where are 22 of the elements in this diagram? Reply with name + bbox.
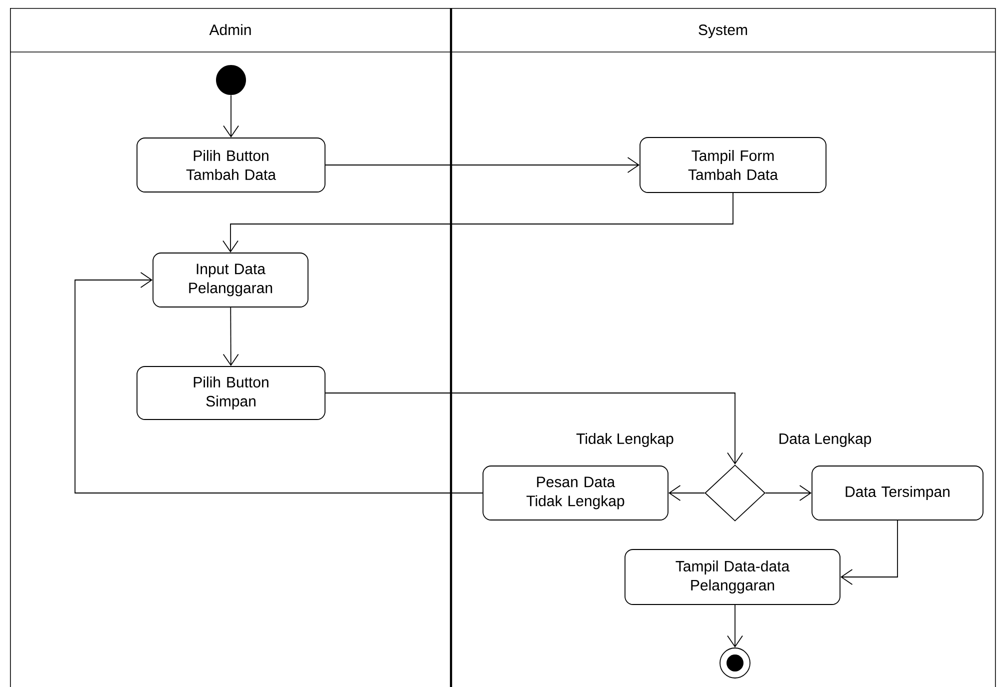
initial-node <box>216 65 246 95</box>
final-node <box>720 648 750 678</box>
arrow <box>222 192 734 253</box>
action-box: Input Data Pelanggaran <box>152 252 308 308</box>
action-box: Data Tersimpan <box>812 466 984 520</box>
decision-diamond <box>704 464 766 522</box>
action-box: Pilih Button Tambah Data <box>136 138 326 192</box>
action-box: Tampil Data-data Pelanggaran <box>624 549 840 605</box>
edge-label: Data Lengkap <box>777 432 873 448</box>
action-box: Pesan Data Tidak Lengkap <box>482 466 668 520</box>
arrow <box>325 157 640 173</box>
action-box: Tampil Form Tambah Data <box>640 137 826 193</box>
arrow <box>325 392 743 465</box>
arrow <box>840 520 898 585</box>
arrow <box>727 604 743 648</box>
arrow <box>223 94 239 138</box>
arrow <box>222 307 239 366</box>
arrow <box>765 485 812 501</box>
edge-label: Tidak Lengkap <box>575 432 675 448</box>
arrow <box>668 485 705 501</box>
action-box: Pilih Button Simpan <box>136 366 326 420</box>
arrow <box>74 272 483 494</box>
